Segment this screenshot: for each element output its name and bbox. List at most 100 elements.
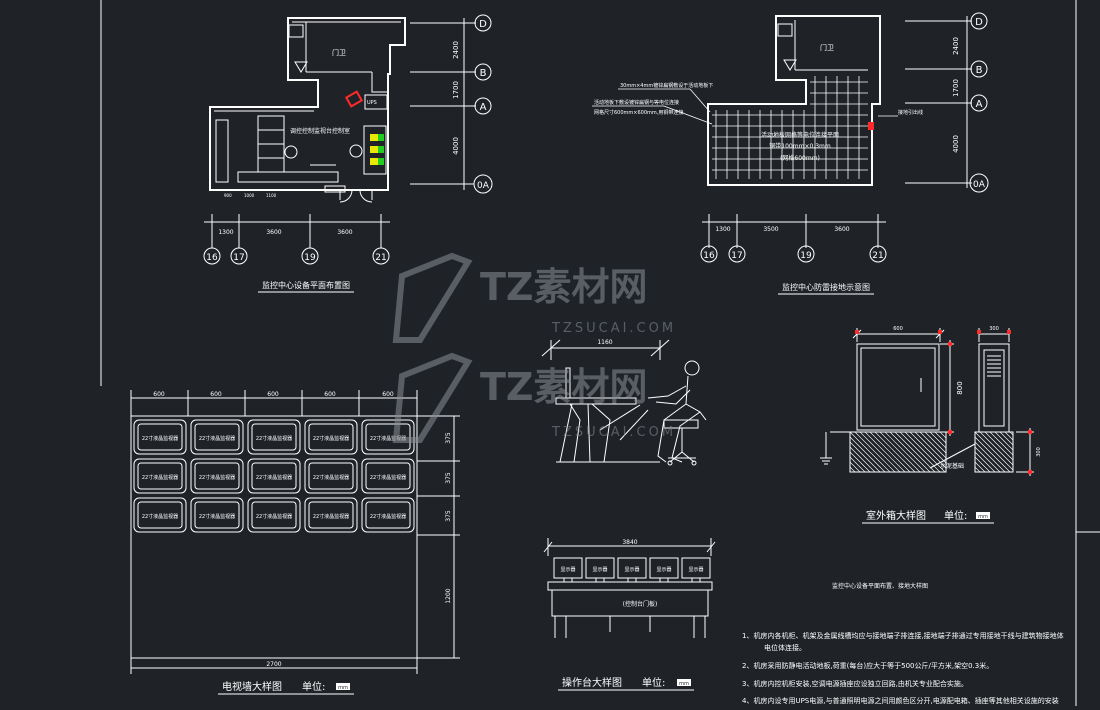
base-hatch-line <box>939 431 947 439</box>
base-hatch-line <box>914 431 947 464</box>
base-hatch-line <box>874 431 916 473</box>
base-hatch-line <box>974 456 991 473</box>
tv-wall-caption: 电视墙大样图 <box>222 680 282 693</box>
console-monitor-label: 显示器 <box>624 567 639 573</box>
cabinet-side-base <box>974 431 1014 473</box>
axis-label-b-right: B <box>976 65 983 76</box>
plan-left-horizontal-dimension <box>204 214 390 248</box>
notes-title: 监控中心设备平面布置、接地大样图 <box>832 582 928 590</box>
base-hatch-line <box>904 431 946 473</box>
console-front-caption: 操作台大样图 <box>562 676 622 689</box>
base-hatch-line <box>859 431 901 473</box>
plan-left-column-axes: 16 17 19 21 <box>203 247 390 265</box>
tv-screen-inner <box>251 462 297 490</box>
plan-left-markers <box>344 90 384 165</box>
axis-label-d-right: D <box>975 17 983 28</box>
cabinet-base-dim: 300 <box>1036 447 1042 457</box>
tv-screen-label: 22寸液晶监视器 <box>370 513 406 520</box>
watermark-brand-2: TZ素材网 <box>480 365 647 409</box>
plan-left-row-dim-2: 1700 <box>452 81 460 99</box>
tv-screen-label: 22寸液晶监视器 <box>313 474 349 481</box>
tv-screen-inner <box>308 423 354 451</box>
plan-right-vertical-dimension <box>905 16 972 188</box>
base-hatch-line <box>849 446 876 473</box>
base-hatch-line <box>984 431 1014 461</box>
base-hatch-line <box>849 441 881 473</box>
axis-bubble-a-right <box>970 94 988 112</box>
tv-screen <box>247 419 301 455</box>
tv-screen <box>361 497 415 533</box>
notes-item-3: 3、机房内控机柜安装,空调电源插座应设独立回路,由机关专业配合实施。 <box>742 679 968 688</box>
base-hatch-line <box>879 431 921 473</box>
plan-right-row-axes: D B A 0A <box>969 12 989 193</box>
base-hatch-line <box>849 466 856 473</box>
tv-screen-inner <box>137 462 183 490</box>
axis-label-17: 17 <box>233 253 244 263</box>
base-hatch-line <box>884 431 926 473</box>
console-monitors: 显示器显示器显示器显示器显示器 <box>553 557 711 583</box>
tv-wall-col-dim-5: 600 <box>382 391 394 398</box>
tv-screen-inner <box>137 423 183 451</box>
base-hatch-line <box>889 431 931 473</box>
plan-right-ground-grid <box>712 76 868 179</box>
plan-right-room-text-2: 铜带100mm×0.3mm <box>769 142 831 150</box>
tv-screen-inner <box>308 501 354 529</box>
cabinet-height-dim: 800 <box>956 381 964 394</box>
watermark-2: TZ素材网 TZSUCAI.COM <box>392 352 676 443</box>
cabinet-unit-box <box>976 512 990 519</box>
console-front-width-dim: 3840 <box>622 539 637 546</box>
tv-wall-row-dim-2: 375 <box>445 472 452 484</box>
base-hatch-line <box>849 451 871 473</box>
tv-screen-inner <box>137 501 183 529</box>
console-monitor-label: 显示器 <box>688 567 703 573</box>
cabinet-front-width-dim: 600 <box>893 326 903 332</box>
cabinet-unit-value: mm <box>978 514 988 520</box>
tv-screen <box>304 458 358 494</box>
axis-label-b: B <box>480 68 487 79</box>
tv-wall-col-dim-2: 600 <box>210 391 222 398</box>
tv-screen-label: 22寸液晶监视器 <box>199 474 235 481</box>
watermark-brand: TZ素材网 <box>480 265 647 309</box>
cabinet-caption: 室外箱大样图 <box>866 509 926 522</box>
console-side-view <box>541 339 707 466</box>
plan-right-note-3: 网格尺寸600mm×600mm,用铜带连接 <box>594 109 683 116</box>
watermark-domain: TZSUCAI.COM <box>551 321 676 336</box>
tv-screen-label: 22寸液晶监视器 <box>313 435 349 442</box>
base-hatch-line <box>849 461 861 473</box>
watermark-domain-2: TZSUCAI.COM <box>551 425 676 440</box>
base-hatch-line <box>974 431 1014 471</box>
axis-label-21-right: 21 <box>872 251 883 261</box>
tv-screen-label: 22寸液晶监视器 <box>142 474 178 481</box>
tv-screen-label: 22寸液晶监视器 <box>370 435 406 442</box>
axis-bubble-b <box>474 63 492 81</box>
axis-bubble-0a-right <box>969 173 989 193</box>
notes-item-1-cont: 电位体连接。 <box>764 643 806 652</box>
tv-screen <box>247 497 301 533</box>
tv-wall-col-dim-1: 600 <box>153 391 165 398</box>
plan-left-row-dim-3: 4000 <box>452 137 460 155</box>
tv-screen <box>190 458 244 494</box>
tv-wall-unit-value: mm <box>338 685 348 691</box>
axis-label-0a: 0A <box>477 181 490 191</box>
tv-wall-unit-box <box>336 683 350 690</box>
plan-right-ground-marker <box>868 122 874 130</box>
base-hatch-line <box>849 436 886 473</box>
axis-label-16-right: 16 <box>703 251 715 261</box>
tv-screen-inner <box>365 501 411 529</box>
tv-screen <box>133 419 187 455</box>
plan-right-room-text: 活动地板网格等电位连接平面 <box>761 131 839 139</box>
base-hatch-line <box>994 431 1014 451</box>
console-front-unit-box <box>677 679 691 686</box>
watermark-logo-icon <box>392 252 473 343</box>
axis-bubble-b-right <box>970 60 988 78</box>
plan-right-room-text-3: (网格600mm) <box>780 154 820 162</box>
base-hatch-line <box>849 456 866 473</box>
plan-left-drawing <box>209 17 406 203</box>
notes-item-1: 1、机房内各机柜、机架及金属线槽均应与接地端子排连接,接地端子排通过专用接地干线… <box>742 631 1064 640</box>
plan-left-room-label: 门卫 <box>332 48 346 57</box>
base-hatch-line <box>849 431 891 473</box>
tv-wall-row-dim-4: 1200 <box>445 588 452 603</box>
console-monitor-stand <box>595 577 605 583</box>
